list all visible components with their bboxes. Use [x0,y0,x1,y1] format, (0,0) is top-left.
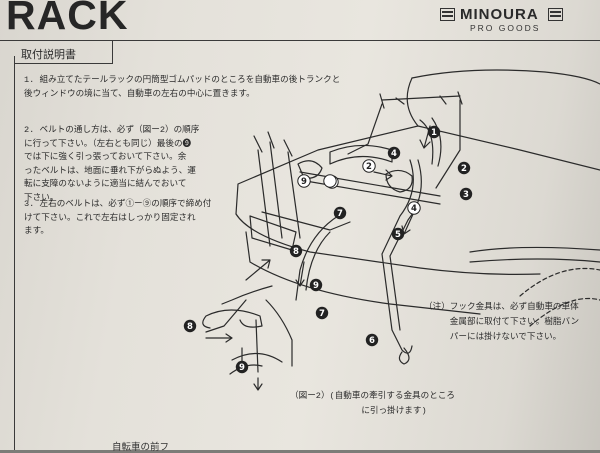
step-marker-9 [309,278,323,292]
margin-rule [14,56,15,450]
step-number-5: 5 [395,230,401,240]
car-rear-window [406,77,600,171]
car-roof-line [411,69,600,85]
cutoff-text-fragment: 自転車の前フ [112,442,170,453]
step-marker-1 [427,125,441,139]
strap [295,215,339,301]
car-wheel-arch [529,297,600,327]
rack-lower-frame [261,211,351,231]
rack-leg-top [253,131,293,157]
step-number: 1. [24,75,35,85]
step-marker-6 [365,333,379,347]
car-taillight [249,215,297,251]
step-number: 2. [24,125,35,135]
brand-name: MINOURA [460,6,539,23]
step-number-8: 8 [187,322,193,332]
step-marker-8 [183,319,197,333]
step-number-4: 4 [391,149,397,159]
strap-routing [255,299,293,373]
strap [389,159,422,331]
instruction-step-1: 1. 組み立てたテールラックの円筒型ゴムパッドのところを自動車の後トランクと 後… [24,74,340,101]
step-number-9: 9 [239,363,245,373]
step-number-7: 7 [319,309,325,319]
step-marker-5 [391,227,405,241]
step-marker-9 [297,174,311,188]
step-text: ベルトの通し方は、必ず（図ー2）の順序 に行って下さい。（左右とも同じ）最後の❾… [24,125,200,203]
strap-routing [202,309,263,329]
step-number-4: 4 [411,204,417,214]
step-marker-9 [323,174,337,188]
step-number-2: 2 [461,164,467,174]
car-bumper [469,246,600,263]
step-number-3: 3 [463,190,469,200]
step-number-1: 1 [431,128,437,138]
brand-logo: MINOURA PRO GOODS [438,4,563,38]
strap-routing [205,285,273,333]
instruction-step-3: 3. 左右のベルトは、必ず①ー⑨の順序で締め付 けて下さい。これで左右はしっかり… [24,198,211,239]
step-marker-2 [362,159,376,173]
step-marker-2 [457,161,471,175]
step-text: 左右のベルトは、必ず①ー⑨の順序で締め付 けて下さい。これで左右はしっかり固定さ… [24,199,212,236]
step-marker-3 [459,187,473,201]
logo-mark-icon [548,8,563,21]
direction-arrow [373,169,393,181]
section-title: 取付説明書 [21,48,76,61]
direction-arrow [253,377,263,391]
step-marker-4 [387,146,401,160]
step-number-2: 2 [366,162,372,172]
step-marker-7 [333,206,347,220]
rack-arm [379,91,463,109]
strap [381,159,414,354]
strap-hook [398,347,410,365]
car-trunk-lid [235,125,419,215]
figure-caption: （図ー2）(自動車の牽引する金具のところ に引っ掛けます) [290,391,456,416]
car-lower-body [245,231,481,315]
direction-arrow [245,259,271,281]
section-title-box [14,40,113,64]
step-marker-4 [407,201,421,215]
direction-arrow [205,333,233,343]
direction-arrow [401,211,415,235]
direction-arrow [295,261,305,287]
step-number-8: 8 [293,247,299,257]
brand-tagline: PRO GOODS [470,23,541,33]
product-title-fragment: RACK [6,0,129,38]
step-number-9: 9 [313,281,319,291]
step-marker-9 [235,360,249,374]
step-number: 3. [24,199,35,209]
step-marker-7 [315,306,329,320]
rack-crossbar [299,171,441,205]
car-wheel-arch [519,267,600,297]
car-rear-panel [235,213,541,275]
hook-warning-note: （注）フック金具は、必ず自動車の車体 金属部に取付て下さい。樹脂バン パーには掛… [424,302,580,342]
rack-pad [329,144,393,165]
strap-loop [385,169,413,193]
step-number-9: 9 [301,177,307,187]
rack-leg [257,141,301,247]
instruction-step-2: 2. ベルトの通し方は、必ず（図ー2）の順序 に行って下さい。（左右とも同じ）最… [24,124,199,205]
step-number-7: 7 [337,209,343,219]
step-text: 組み立てたテールラックの円筒型ゴムパッドのところを自動車の後トランクと 後ウィン… [24,75,341,99]
step-number-6: 6 [369,336,375,346]
rack-upright [347,99,461,189]
header-rule [0,40,600,41]
step-marker-8 [289,244,303,258]
logo-mark-icon [440,8,455,21]
